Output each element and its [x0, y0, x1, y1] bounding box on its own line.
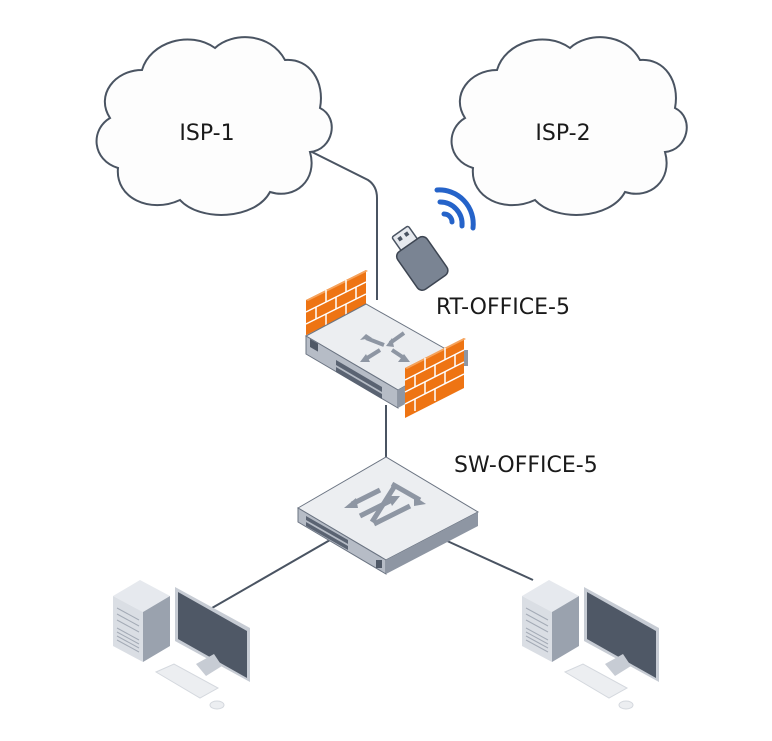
link-switch-pc-left: [211, 539, 331, 609]
switch-ports: [306, 516, 382, 568]
workstation-right[interactable]: [522, 580, 659, 710]
router-arrows-icon: [360, 331, 410, 362]
cloud-icon: [95, 36, 333, 216]
usb-stick-icon: [391, 225, 449, 291]
switch-arrows-icon: [344, 481, 426, 527]
switch-sw-office-5[interactable]: SW-OFFICE-5: [297, 453, 598, 575]
links: [211, 151, 534, 609]
router-rt-office-5[interactable]: RT-OFFICE-5: [304, 270, 570, 418]
monitor-icon: [175, 587, 250, 682]
switch-top: [297, 456, 480, 561]
pc-tower-icon: [522, 580, 579, 662]
firewall-right-icon: [404, 338, 468, 418]
monitor-icon: [584, 587, 659, 682]
isp2-label: ISP-2: [535, 121, 590, 146]
keyboard-icon: [563, 663, 634, 710]
router-ports: [336, 360, 382, 399]
pc-tower-icon: [113, 580, 170, 662]
link-switch-pc-right: [444, 539, 534, 581]
usb-modem[interactable]: [385, 187, 476, 293]
router-label: RT-OFFICE-5: [436, 295, 570, 320]
cloud-isp1[interactable]: ISP-1: [95, 36, 333, 216]
cloud-icon: [450, 36, 688, 216]
wifi-icon: [434, 187, 476, 231]
keyboard-icon: [154, 663, 225, 710]
switch-label: SW-OFFICE-5: [454, 453, 598, 478]
switch-side: [386, 512, 478, 574]
cloud-isp2[interactable]: ISP-2: [450, 36, 688, 216]
workstation-left[interactable]: [113, 580, 250, 710]
link-isp1-router: [311, 151, 378, 300]
isp1-label: ISP-1: [179, 121, 234, 146]
